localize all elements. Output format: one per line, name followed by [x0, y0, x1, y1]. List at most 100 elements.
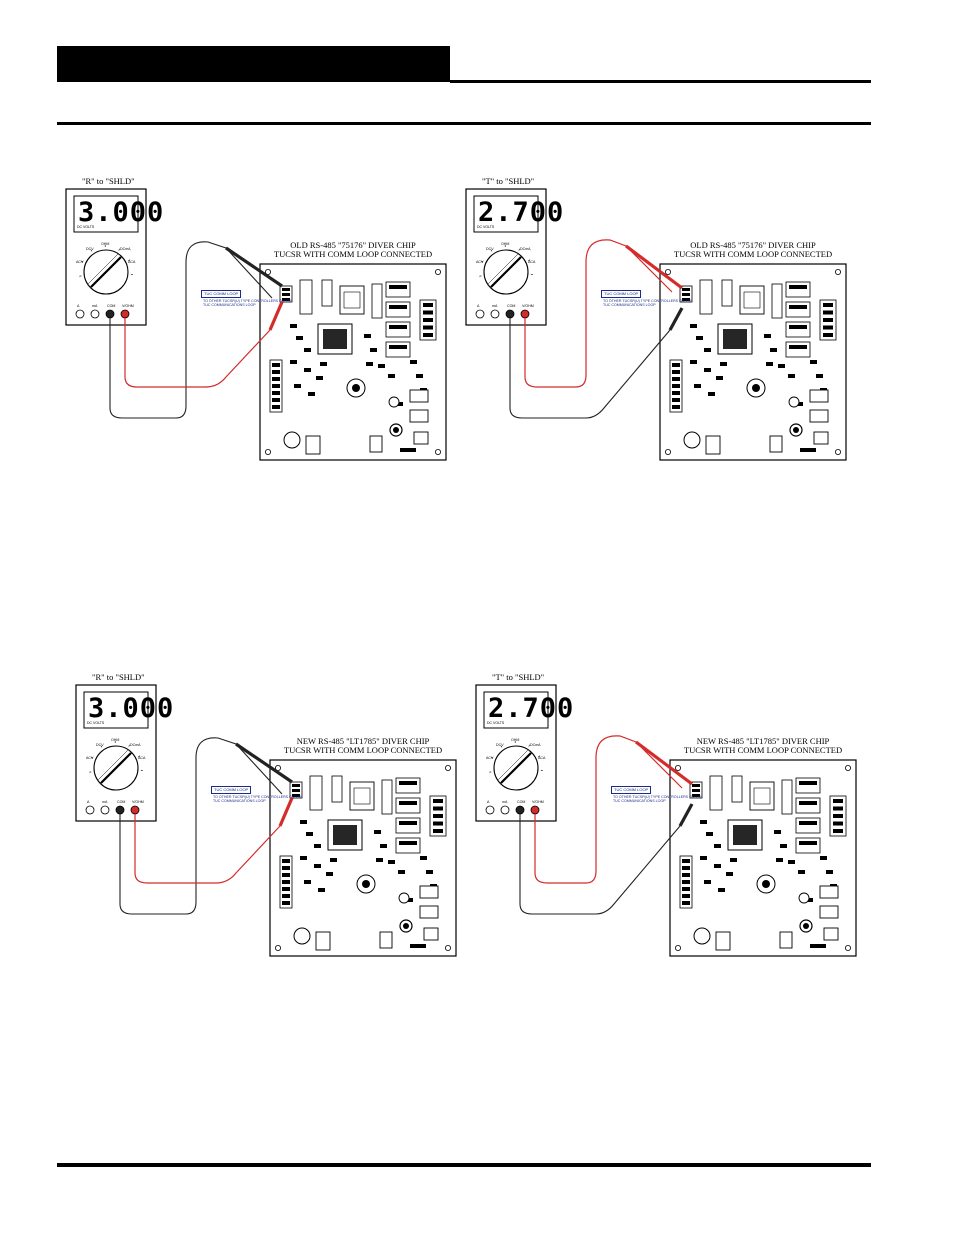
- smd-component: [304, 880, 311, 884]
- dial-label: ACA: [538, 756, 546, 760]
- chip-title: NEW RS-485 "LT1785" DIVER CHIP: [696, 736, 830, 746]
- board-title: TUCSR WITH COMM LOOP CONNECTED: [683, 745, 843, 755]
- battery: [693, 927, 711, 945]
- smd-component: [806, 898, 813, 902]
- meter-jack: [530, 805, 540, 815]
- dial-tick: [128, 259, 131, 261]
- smd-component: [388, 374, 395, 378]
- mounting-hole: [664, 269, 671, 276]
- jack-label: V/OHM: [122, 304, 134, 308]
- relay: [795, 817, 821, 834]
- power-connector: [809, 389, 829, 403]
- terminal-screw: [433, 806, 443, 811]
- red-lead: [534, 735, 683, 884]
- smd-component: [290, 360, 297, 364]
- terminal-screw: [672, 384, 680, 388]
- terminal-screw: [833, 814, 843, 818]
- smd-component: [294, 384, 301, 388]
- meter-jack: [475, 309, 485, 319]
- smd-component: [306, 832, 313, 836]
- smd-component: [778, 364, 785, 368]
- ic-chip: [699, 279, 713, 315]
- terminal-screw: [292, 794, 300, 797]
- meter-jack: [100, 805, 110, 815]
- dial-tick: [118, 248, 121, 251]
- ic-chip: [771, 283, 783, 319]
- terminal-screw: [433, 814, 443, 818]
- meter-jack: [115, 805, 125, 815]
- terminal-screw: [272, 384, 280, 388]
- dial-tick: [81, 261, 84, 263]
- tucsr-board: [669, 759, 857, 957]
- jack-label: COM: [117, 800, 126, 804]
- jack-label: mA: [502, 800, 508, 804]
- red-probe: [278, 797, 294, 827]
- black-lead: [519, 814, 681, 915]
- probe-label: "R" to "SHLD": [82, 176, 135, 186]
- chip-title: OLD RS-485 "75176" DIVER CHIP: [290, 240, 416, 250]
- meter-display: [483, 691, 549, 729]
- smd-component: [726, 872, 733, 876]
- smd-component: [826, 870, 833, 874]
- relay-label: [389, 305, 407, 309]
- mounting-hole: [834, 269, 841, 276]
- terminal-screw: [823, 333, 833, 337]
- red-probe: [625, 244, 683, 290]
- terminal-screw: [682, 298, 690, 301]
- mounting-hole: [434, 269, 441, 276]
- meter-unit: DC VOLTS: [77, 225, 95, 229]
- meter-reading: 3.000: [78, 197, 165, 228]
- terminal-screw: [292, 789, 300, 792]
- relay: [395, 777, 421, 794]
- smd-component: [410, 944, 426, 948]
- wiring-diagram: [475, 684, 857, 957]
- relay: [395, 817, 421, 834]
- terminal-screw: [282, 288, 290, 291]
- terminal-screw: [823, 310, 833, 315]
- black-lead: [509, 318, 671, 419]
- smd-component: [330, 858, 337, 862]
- terminal-screw: [682, 859, 690, 863]
- smd-component: [700, 820, 707, 824]
- terminal-screw: [423, 333, 433, 337]
- terminal-screw: [282, 894, 290, 898]
- dial-tick: [490, 249, 493, 252]
- ic-chip: [721, 279, 733, 307]
- black-lead: [119, 737, 283, 915]
- smd-component: [770, 348, 777, 352]
- cap-top: [752, 384, 760, 392]
- terminal-screw: [272, 398, 280, 402]
- jack-label: V/OHM: [522, 304, 534, 308]
- relay: [795, 797, 821, 814]
- eprom-chip: [349, 781, 375, 811]
- mounting-hole: [674, 765, 681, 772]
- battery: [683, 431, 701, 449]
- meter-jack: [515, 805, 525, 815]
- relay-label: [789, 325, 807, 329]
- terminal-screw: [682, 293, 690, 296]
- multimeter: [75, 684, 157, 822]
- jack-label: mA: [102, 800, 108, 804]
- battery: [293, 927, 311, 945]
- smd-component: [300, 820, 307, 824]
- relay-label: [389, 345, 407, 349]
- relay-label: [399, 841, 417, 845]
- terminal-screw: [272, 363, 280, 367]
- cap-top: [352, 384, 360, 392]
- meter-jack: [500, 805, 510, 815]
- comm-loop-note: TO OTHER TUCSR(U) TYPE CONTROLLERS ON TH…: [203, 299, 293, 308]
- probe-label: "T" to "SHLD": [492, 672, 545, 682]
- relay: [785, 301, 811, 318]
- smd-component: [810, 360, 817, 364]
- smd-component: [326, 872, 333, 876]
- smd-component: [416, 374, 423, 378]
- meter-unit: DC VOLTS: [477, 225, 495, 229]
- terminal-screw: [682, 894, 690, 898]
- header-bar: [57, 46, 450, 82]
- mounting-hole: [274, 944, 281, 951]
- relay: [785, 321, 811, 338]
- relay: [795, 837, 821, 854]
- meter-jack: [130, 805, 140, 815]
